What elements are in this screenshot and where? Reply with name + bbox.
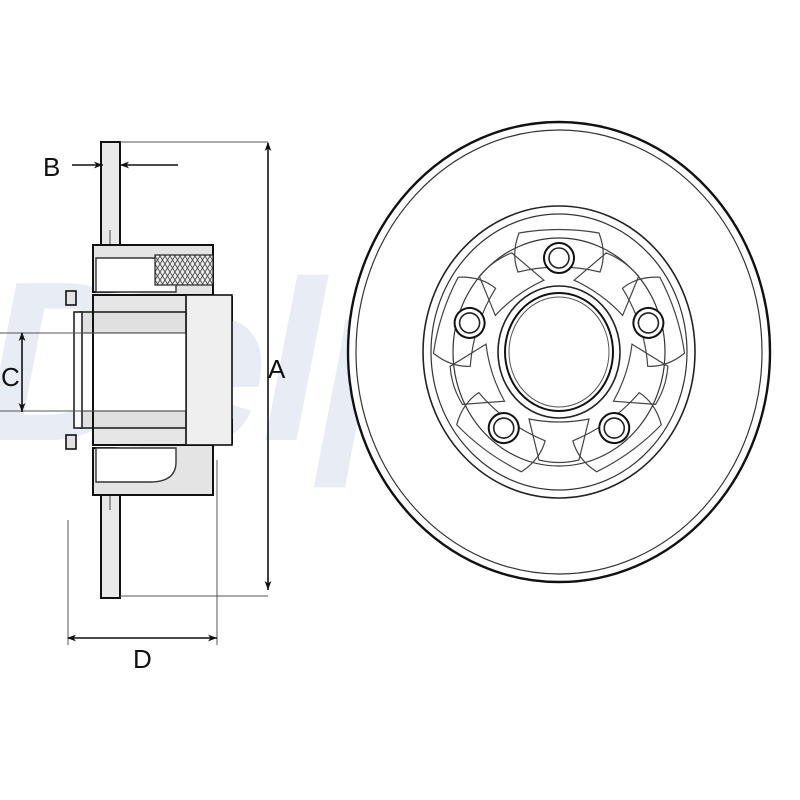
hub-scallop	[621, 276, 686, 367]
hub-pocket	[573, 252, 640, 317]
disc-friction-edge	[355, 129, 763, 575]
centre-bore-outer	[497, 285, 621, 419]
bearing-seal-plate	[73, 311, 83, 429]
hub-pocket	[528, 418, 590, 464]
disc-outer-edge	[346, 120, 772, 584]
bearing-bore	[79, 332, 187, 412]
hub-hat-inner-ring	[430, 213, 688, 491]
front-view	[346, 120, 772, 584]
dimension-d-label: D	[133, 644, 152, 674]
bolt-holes	[453, 242, 665, 445]
hub-shoulder	[185, 294, 233, 446]
hub-scallop	[514, 228, 604, 273]
hub-scallop	[456, 391, 546, 473]
dimension-a-label: A	[268, 354, 286, 384]
dimension-d: D	[67, 634, 217, 674]
hub-hat-outer-ring	[422, 205, 696, 499]
dimension-c-label: C	[1, 362, 20, 392]
bolt-hole-inner	[637, 312, 660, 334]
bolt-hole-inner	[548, 247, 570, 269]
hub-scallops	[432, 228, 686, 473]
hub-scallop	[432, 276, 497, 367]
dimension-b: B	[43, 152, 178, 182]
hub-pockets	[449, 252, 669, 464]
dimension-a: A	[264, 142, 286, 590]
retaining-clip-top	[65, 290, 77, 306]
bolt-hole-inner	[492, 417, 515, 439]
dimension-c: C	[1, 332, 26, 412]
centre-bore-inner	[504, 292, 614, 412]
bolt-hole-inner	[458, 312, 481, 334]
section-view	[0, 141, 268, 645]
hub-pocket	[478, 252, 545, 317]
projection-lines	[0, 141, 268, 645]
hub-pocket	[449, 343, 506, 406]
hat-cavity-lower	[95, 447, 177, 483]
bolt-circle-ring	[452, 237, 666, 467]
hub-scallop	[572, 391, 662, 473]
dimension-b-label: B	[43, 152, 60, 182]
section-lower-half	[92, 419, 233, 599]
hub-pocket	[612, 343, 669, 406]
spline-band-upper	[154, 254, 214, 286]
centre-bore-chamfer	[508, 296, 610, 408]
section-upper-half	[92, 141, 233, 321]
bearing-assembly	[65, 290, 233, 450]
bolt-hole-inner	[603, 417, 626, 439]
retaining-clip-bottom	[65, 434, 77, 450]
